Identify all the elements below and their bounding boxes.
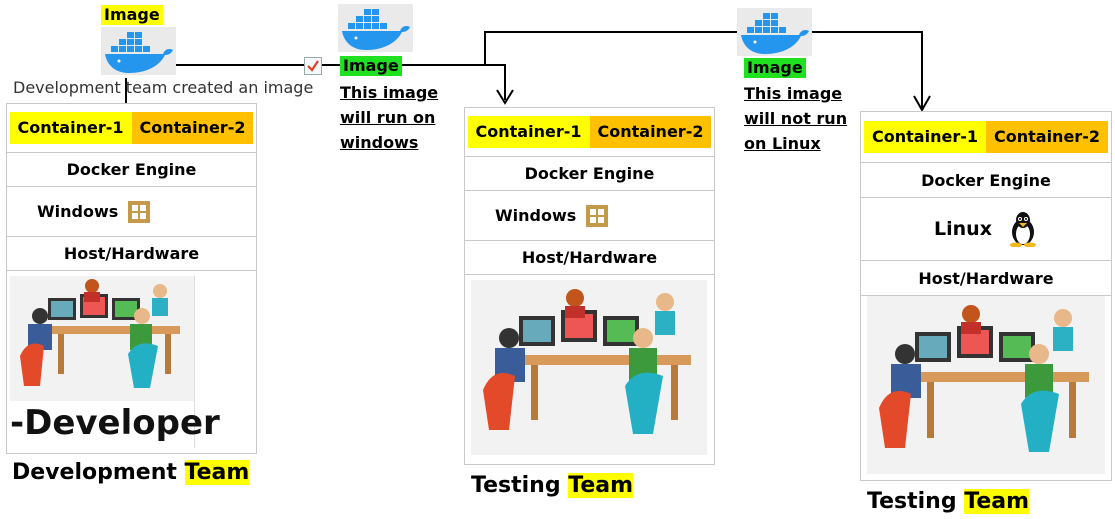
linux-tux-icon [1008, 211, 1038, 247]
linux-note-line: This image [744, 84, 843, 103]
windows-note-line: will run on [340, 108, 436, 127]
container-1: Container-1 [467, 116, 590, 148]
linux-note: This image will not run on Linux [744, 81, 847, 156]
docker-whale-icon [737, 8, 812, 56]
os-row: Linux [861, 198, 1111, 261]
testers-illustration [471, 280, 707, 455]
team-highlight: Team [964, 489, 1030, 514]
developers-illustration: -Developer [10, 276, 220, 448]
team-workstation-image [10, 276, 194, 401]
container-1: Container-1 [9, 112, 132, 144]
windows-note-line: windows [340, 133, 419, 152]
host-hardware-row: Host/Hardware [465, 241, 714, 275]
windows-icon [586, 204, 609, 227]
team-caption-development: Development Team [12, 460, 250, 485]
container-1: Container-1 [864, 121, 986, 153]
docker-engine-row: Docker Engine [861, 163, 1111, 198]
os-label: Windows [37, 202, 119, 221]
team-prefix: Development [12, 460, 177, 485]
team-prefix: Testing [867, 489, 957, 514]
os-label: Linux [934, 218, 992, 240]
container-2: Container-2 [589, 116, 712, 148]
team-caption-testing-linux: Testing Team [867, 489, 1030, 514]
linux-note-line: on Linux [744, 134, 821, 153]
created-caption: Development team created an image [13, 78, 314, 97]
windows-note-line: This image [340, 83, 439, 102]
team-workstation-image [867, 296, 1105, 474]
container-2: Container-2 [986, 121, 1108, 153]
os-label: Windows [495, 206, 577, 225]
docker-whale-icon [338, 4, 413, 52]
image-label-1: Image [101, 5, 163, 25]
developer-caption: -Developer [10, 403, 220, 443]
host-hardware-row: Host/Hardware [861, 261, 1111, 296]
windows-note: This image will run on windows [340, 80, 438, 155]
team-workstation-image [471, 280, 707, 455]
os-row: Windows [7, 187, 256, 237]
windows-icon [128, 200, 151, 223]
docker-engine-row: Docker Engine [7, 153, 256, 187]
image-label-3: Image [744, 58, 806, 78]
container-2: Container-2 [131, 112, 254, 144]
checkbox-check-icon [304, 57, 322, 75]
linux-note-line: will not run [744, 109, 848, 128]
team-prefix: Testing [471, 473, 561, 498]
docker-whale-icon [101, 27, 176, 75]
team-highlight: Team [184, 460, 250, 485]
team-highlight: Team [568, 473, 634, 498]
image-label-2: Image [340, 56, 402, 76]
testers-illustration [867, 296, 1105, 474]
team-caption-testing-windows: Testing Team [471, 473, 634, 498]
os-row: Windows [465, 191, 714, 241]
host-hardware-row: Host/Hardware [7, 237, 256, 271]
docker-engine-row: Docker Engine [465, 157, 714, 191]
